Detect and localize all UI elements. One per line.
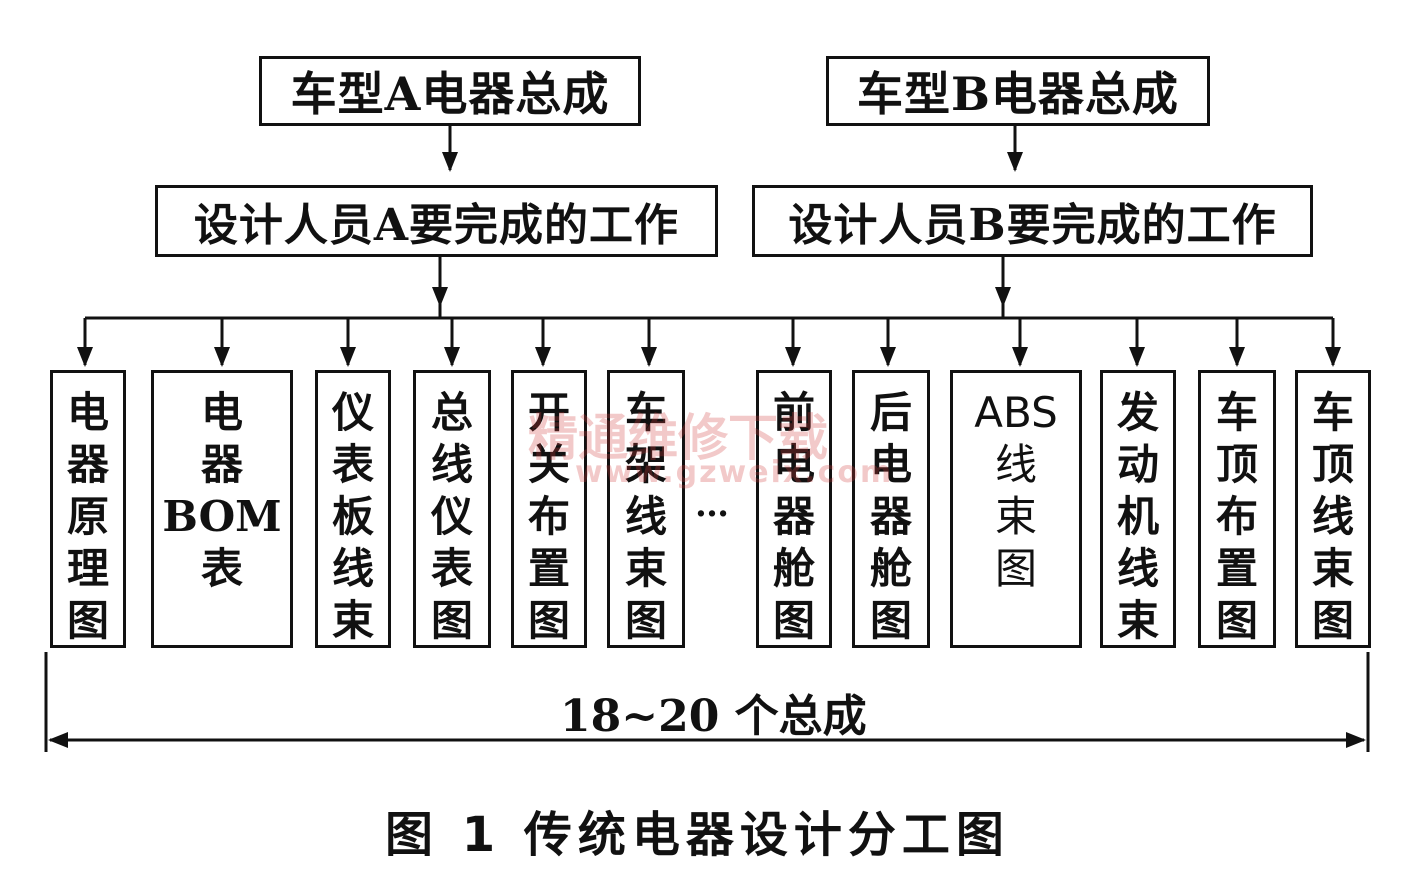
leaf-box-frame-harness: 车 架 线 束 图 <box>607 370 685 648</box>
leaf-label: 总 线 仪 表 图 <box>430 388 473 645</box>
leaf-box-roof-layout: 车 顶 布 置 图 <box>1198 370 1276 648</box>
leaf-box-front-electrical-compartment: 前 电 器 舱 图 <box>756 370 832 648</box>
leaf-label: ABS 线 束 图 <box>974 388 1058 593</box>
leaf-label: 电 器 BOM 表 <box>162 388 282 593</box>
leaf-label: 后 电 器 舱 图 <box>869 388 912 645</box>
leaf-label: 电 器 原 理 图 <box>66 388 109 645</box>
leaf-label: 车 架 线 束 图 <box>624 388 667 645</box>
leaf-box-rear-electrical-compartment: 后 电 器 舱 图 <box>852 370 930 648</box>
leaf-box-bus-instrument: 总 线 仪 表 图 <box>413 370 491 648</box>
leaf-box-electrical-bom: 电 器 BOM 表 <box>151 370 293 648</box>
leaf-box-roof-harness: 车 顶 线 束 图 <box>1295 370 1371 648</box>
leaf-label: 车 顶 线 束 图 <box>1311 388 1354 645</box>
designer-b-work-box: 设计人员B要完成的工作 <box>752 185 1313 257</box>
vehicle-b-assembly-box: 车型B电器总成 <box>826 56 1210 126</box>
leaf-box-switch-layout: 开 关 布 置 图 <box>511 370 587 648</box>
leaf-box-engine-harness: 发 动 机 线 束 <box>1100 370 1176 648</box>
designer-b-work-label: 设计人员B要完成的工作 <box>788 200 1277 251</box>
leaf-box-instrument-panel-harness: 仪 表 板 线 束 <box>315 370 391 648</box>
vehicle-a-assembly-box: 车型A电器总成 <box>259 56 641 126</box>
designer-a-work-box: 设计人员A要完成的工作 <box>155 185 718 257</box>
leaf-box-electrical-schematic: 电 器 原 理 图 <box>50 370 126 648</box>
vehicle-a-assembly-label: 车型A电器总成 <box>290 67 610 121</box>
leaf-label: 开 关 布 置 图 <box>527 388 570 645</box>
leaf-label: 车 顶 布 置 图 <box>1215 388 1258 645</box>
leaf-box-abs-harness: ABS 线 束 图 <box>950 370 1082 648</box>
vehicle-b-assembly-label: 车型B电器总成 <box>857 67 1179 121</box>
designer-a-work-label: 设计人员A要完成的工作 <box>193 200 680 251</box>
leaf-label: 仪 表 板 线 束 <box>331 388 374 645</box>
figure-caption: 图 1 传统电器设计分工图 <box>385 807 1010 863</box>
ellipsis: … <box>695 485 729 525</box>
leaf-label: 前 电 器 舱 图 <box>772 388 815 645</box>
span-label: 18~20 个总成 <box>560 691 867 742</box>
leaf-label: 发 动 机 线 束 <box>1116 388 1159 645</box>
